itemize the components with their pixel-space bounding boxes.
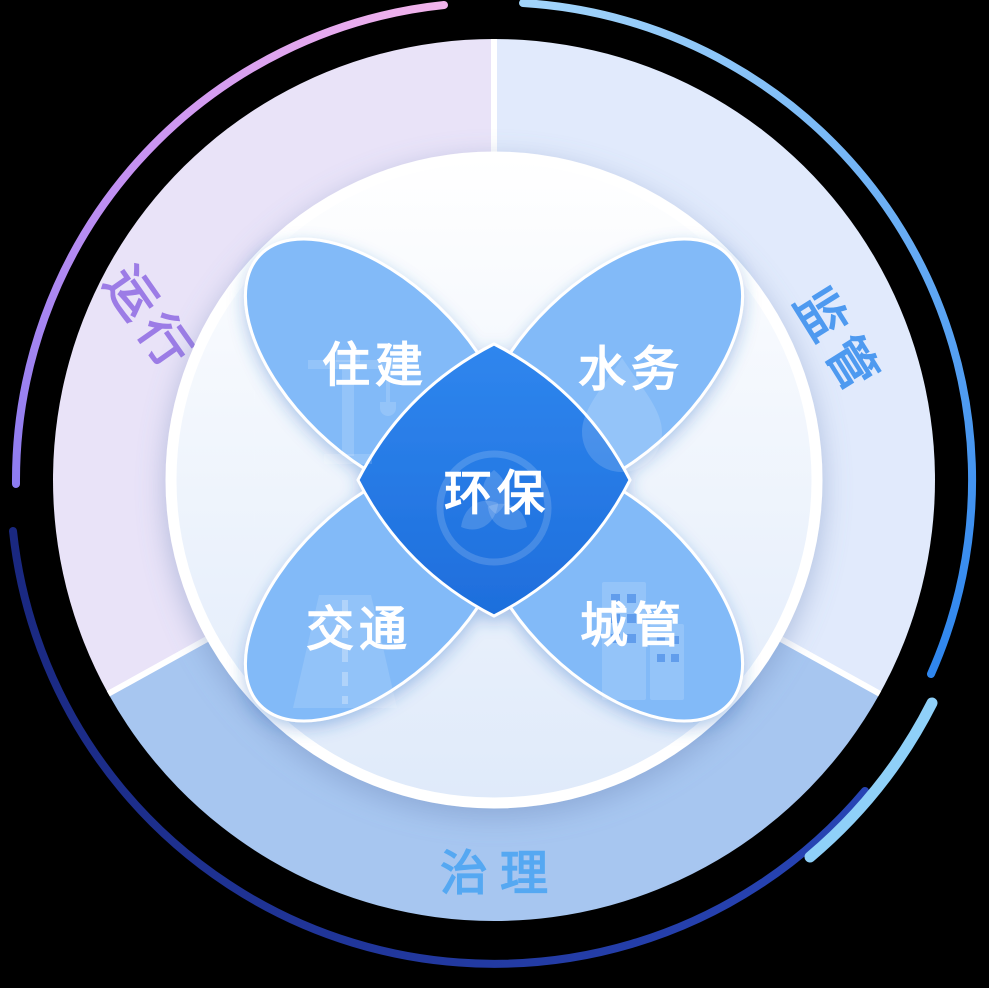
arc-navy [9,527,869,968]
petal-label-housing: 住建 [322,340,428,393]
center-diamond-environment[interactable] [356,342,632,618]
petal-labels: 住建 水务 交通 城管 环保 [306,340,686,657]
petal-label-urban-management: 城管 [580,600,686,653]
decorative-arcs [9,0,977,968]
buildings-icon [602,582,684,700]
arc-sky-blue [804,697,938,863]
center-label-environment: 环保 [444,468,550,521]
petal-label-water: 水务 [578,344,684,397]
water-drop-icon [582,358,662,472]
eco-leaf-icon [436,450,552,566]
petal-watermarks [293,350,684,708]
crane-icon [308,350,400,464]
arc-pink-purple [11,1,448,488]
sector-label-governance: 治理 [440,848,560,901]
arc-blue [519,0,977,678]
petal-flower [243,237,745,723]
petal-label-transport: 交通 [306,604,412,657]
road-icon [293,595,397,708]
